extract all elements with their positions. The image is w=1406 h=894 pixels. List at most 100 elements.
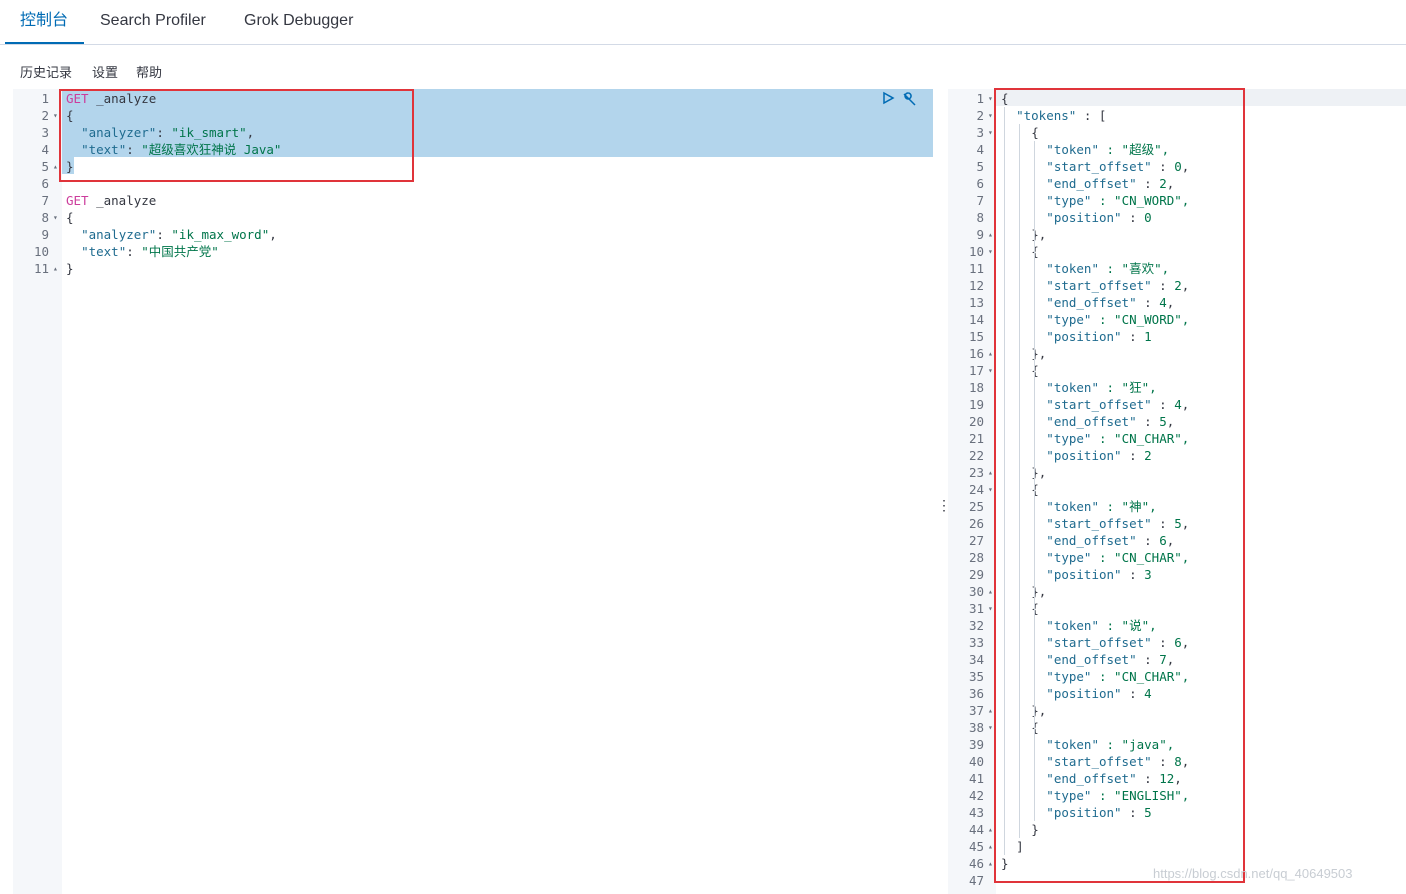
settings-menu-item[interactable]: 设置 xyxy=(92,65,119,80)
json-token: "tokens" xyxy=(1016,108,1077,123)
output-line: "tokens" : [ xyxy=(1016,107,1106,124)
line-number: 39 xyxy=(968,737,984,752)
fold-open-icon[interactable]: ▾ xyxy=(988,723,993,732)
json-token: "end_offset" xyxy=(1046,295,1137,310)
json-token: : xyxy=(1151,159,1175,174)
json-token: , xyxy=(1166,176,1175,191)
fold-open-icon[interactable]: ▾ xyxy=(988,94,993,103)
fold-close-icon[interactable]: ▴ xyxy=(988,825,993,834)
code-token: : xyxy=(126,142,142,157)
output-line: "position" : 4 xyxy=(1046,685,1151,702)
line-number: 37 xyxy=(968,703,984,718)
fold-open-icon[interactable]: ▾ xyxy=(53,111,58,120)
json-token: "end_offset" xyxy=(1046,771,1137,786)
output-line: } xyxy=(1001,855,1009,872)
history-menu-item[interactable]: 历史记录 xyxy=(20,65,73,80)
json-token: 狂 xyxy=(1129,380,1142,395)
play-icon[interactable] xyxy=(881,91,895,105)
json-token: "type" xyxy=(1046,431,1092,446)
tab-search-profiler[interactable]: Search Profiler xyxy=(100,12,206,29)
json-token: , xyxy=(1166,414,1175,429)
fold-close-icon[interactable]: ▴ xyxy=(988,587,993,596)
json-token: 0 xyxy=(1174,159,1182,174)
fold-close-icon[interactable]: ▴ xyxy=(988,842,993,851)
wrench-icon[interactable] xyxy=(901,91,917,107)
active-line-highlight xyxy=(996,89,1406,106)
json-token: 4 xyxy=(1174,397,1182,412)
code-token: _analyze xyxy=(88,193,157,208)
code-line: "analyzer": "ik_max_word", xyxy=(66,226,277,243)
json-token: : xyxy=(1121,805,1145,820)
output-line: "position" : 3 xyxy=(1046,566,1151,583)
fold-open-icon[interactable]: ▾ xyxy=(988,128,993,137)
line-number: 18 xyxy=(968,380,984,395)
line-number: 26 xyxy=(968,516,984,531)
fold-close-icon[interactable]: ▴ xyxy=(53,162,58,171)
fold-open-icon[interactable]: ▾ xyxy=(988,485,993,494)
fold-open-icon[interactable]: ▾ xyxy=(988,604,993,613)
tab-console[interactable]: 控制台 xyxy=(20,12,69,29)
fold-open-icon[interactable]: ▾ xyxy=(988,111,993,120)
code-token: "text" xyxy=(81,244,127,259)
line-number: 14 xyxy=(968,312,984,327)
json-token: : " xyxy=(1091,312,1122,327)
line-number: 22 xyxy=(968,448,984,463)
line-number: 27 xyxy=(968,533,984,548)
fold-close-icon[interactable]: ▴ xyxy=(988,349,993,358)
fold-close-icon[interactable]: ▴ xyxy=(53,264,58,273)
json-token: : " xyxy=(1091,193,1122,208)
code-token: GET xyxy=(66,193,89,208)
code-token: { xyxy=(66,210,74,225)
json-token: , xyxy=(1174,771,1182,786)
line-number: 9 xyxy=(41,227,49,242)
line-number: 6 xyxy=(976,176,984,191)
json-token: "start_offset" xyxy=(1046,397,1152,412)
json-token: 6 xyxy=(1159,533,1167,548)
line-number: 24 xyxy=(968,482,984,497)
json-token: "start_offset" xyxy=(1046,159,1152,174)
line-number: 10 xyxy=(33,244,49,259)
output-line: "position" : 0 xyxy=(1046,209,1151,226)
json-token: "position" xyxy=(1046,805,1122,820)
fold-open-icon[interactable]: ▾ xyxy=(988,247,993,256)
line-number: 28 xyxy=(968,550,984,565)
line-number: 4 xyxy=(41,142,49,157)
line-number: 2 xyxy=(976,108,984,123)
tab-grok-debugger[interactable]: Grok Debugger xyxy=(244,12,354,29)
json-token: : xyxy=(1136,771,1160,786)
output-line: "token" : "java", xyxy=(1046,736,1174,753)
output-line: "type" : "CN_CHAR", xyxy=(1046,668,1189,685)
json-token: "type" xyxy=(1046,788,1092,803)
json-token: 8 xyxy=(1174,754,1182,769)
json-token: , xyxy=(1181,516,1190,531)
code-line: GET _analyze xyxy=(66,90,156,107)
json-token: ", xyxy=(1141,380,1157,395)
output-line: "position" : 1 xyxy=(1046,328,1151,345)
json-token: 4 xyxy=(1159,295,1167,310)
help-menu-item[interactable]: 帮助 xyxy=(136,65,163,80)
fold-close-icon[interactable]: ▴ xyxy=(988,468,993,477)
fold-close-icon[interactable]: ▴ xyxy=(988,859,993,868)
json-token: 3 xyxy=(1144,567,1152,582)
code-line: "text": "中国共产党" xyxy=(66,243,219,260)
code-line: } xyxy=(66,158,74,175)
code-token: _analyze xyxy=(88,91,157,106)
json-token: , xyxy=(1181,278,1190,293)
line-number: 38 xyxy=(968,720,984,735)
annotation-box-request xyxy=(59,89,414,182)
output-line: "start_offset" : 5, xyxy=(1046,515,1189,532)
fold-open-icon[interactable]: ▾ xyxy=(988,366,993,375)
output-line: "type" : "CN_WORD", xyxy=(1046,192,1189,209)
json-token: 6 xyxy=(1174,635,1182,650)
json-token: : " xyxy=(1098,142,1130,157)
fold-open-icon[interactable]: ▾ xyxy=(53,213,58,222)
line-number: 46 xyxy=(968,856,984,871)
fold-close-icon[interactable]: ▴ xyxy=(988,706,993,715)
line-number: 35 xyxy=(968,669,984,684)
code-token: "text" xyxy=(81,142,127,157)
line-number: 23 xyxy=(968,465,984,480)
fold-close-icon[interactable]: ▴ xyxy=(988,230,993,239)
pane-resizer-handle[interactable]: ⋮ xyxy=(937,497,951,513)
